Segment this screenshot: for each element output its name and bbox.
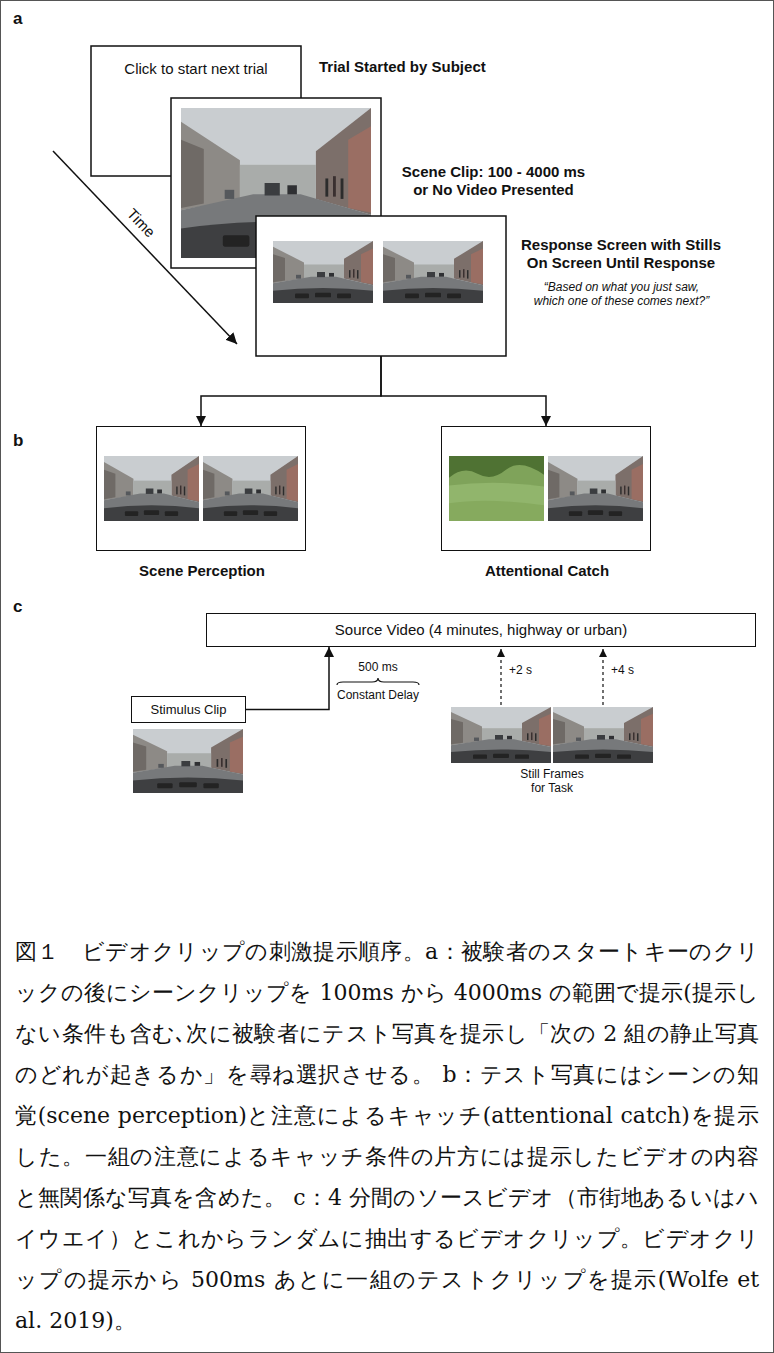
street-photo (203, 456, 298, 521)
delay-label: 500 ms Constant Delay (335, 653, 421, 709)
street-photo (451, 707, 551, 763)
response-screen: Response Screen with Stills On Screen Un… (256, 216, 506, 356)
step-heading: Response Screen with Stills On Screen Un… (516, 236, 726, 272)
street-photo (133, 729, 243, 793)
axis-label: Time (123, 205, 159, 241)
panel-letter: c (13, 597, 22, 617)
flow-connector (246, 647, 329, 710)
time-arrow (53, 151, 237, 344)
condition-label: Attentional Catch (442, 562, 652, 580)
source-video-bar: Source Video (4 minutes, highway or urba… (206, 613, 756, 647)
figure-caption: 図１ ビデオクリップの刺激提示順序。a：被験者のスタートキーのクリックの後にシー… (15, 931, 759, 1341)
panel-letter: b (13, 431, 23, 451)
street-photo (383, 241, 483, 303)
step-heading: Scene Clip: 100 - 4000 ms or No Video Pr… (396, 163, 591, 199)
street-photo (104, 456, 199, 521)
screen-frame (256, 216, 506, 356)
offset-label: +2 s (509, 663, 532, 677)
field-photo (449, 456, 544, 521)
flow-connector (201, 356, 381, 426)
offset-label: +4 s (611, 663, 634, 677)
panel-letter: a (13, 9, 22, 29)
street-photo (273, 241, 373, 303)
frames-label: Still Frames for Task (518, 767, 586, 796)
prompt-text: “Based on what you just saw, which one o… (529, 280, 714, 309)
dashed-arrow (602, 649, 603, 705)
stimulus-clip-box: Stimulus Clip (131, 696, 246, 723)
condition-panel: Scene Perception (96, 426, 306, 551)
delay-bracket (337, 678, 419, 685)
start-screen: Click to start next trialTrial Started b… (91, 46, 301, 176)
street-photo (553, 707, 653, 763)
screen-text: Click to start next trial (91, 60, 301, 78)
box-text: Stimulus Clip (151, 702, 227, 718)
street-photo (548, 456, 643, 521)
bar-text: Source Video (4 minutes, highway or urba… (335, 621, 627, 639)
condition-label: Scene Perception (97, 562, 307, 580)
dashed-arrow (500, 649, 501, 705)
condition-panel: Attentional Catch (441, 426, 651, 551)
step-heading: Trial Started by Subject (319, 58, 519, 76)
flow-connector (381, 356, 546, 426)
clip-screen: Scene Clip: 100 - 4000 ms or No Video Pr… (171, 98, 381, 268)
